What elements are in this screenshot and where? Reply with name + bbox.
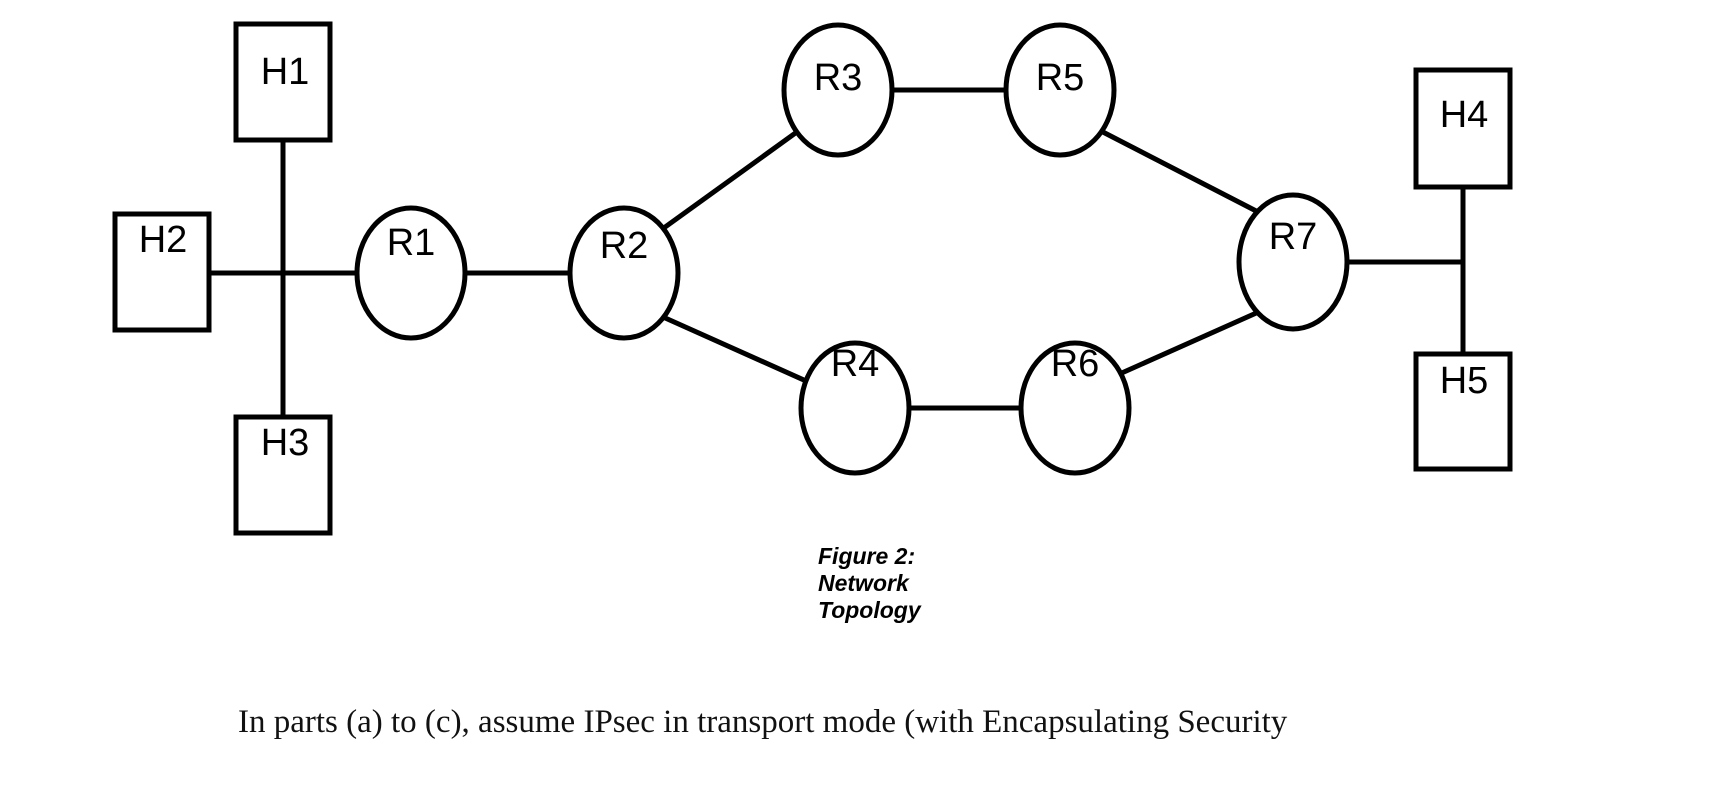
host-node-h1[interactable]: H1	[233, 21, 333, 143]
router-node-r1[interactable]: R1	[354, 205, 468, 341]
router-label-r2: R2	[600, 225, 649, 267]
router-node-r2[interactable]: R2	[567, 205, 681, 341]
router-label-r5: R5	[1036, 57, 1085, 99]
router-label-r6: R6	[1051, 343, 1100, 385]
router-label-r4: R4	[831, 343, 880, 385]
host-box-h4[interactable]	[1413, 67, 1513, 190]
router-label-r3: R3	[814, 57, 863, 99]
router-ellipse-r2[interactable]	[567, 205, 681, 341]
router-ellipse-r1[interactable]	[354, 205, 468, 341]
host-label-h5: H5	[1440, 360, 1489, 402]
link-r6-to-r7	[1113, 307, 1265, 379]
host-label-h2: H2	[139, 219, 188, 261]
host-node-h2[interactable]: H2	[112, 211, 212, 333]
body-paragraph: In parts (a) to (c), assume IPsec in tra…	[238, 704, 1288, 740]
link-r5-to-r7	[1097, 127, 1264, 217]
link-group	[209, 87, 1466, 417]
link-r2-to-r3	[659, 126, 803, 233]
host-box-h2[interactable]	[112, 211, 212, 333]
host-node-h5[interactable]: H5	[1413, 351, 1513, 472]
host-box-h5[interactable]	[1413, 351, 1513, 472]
router-ellipse-r7[interactable]	[1236, 192, 1350, 332]
host-label-h3: H3	[261, 422, 310, 464]
router-label-r1: R1	[387, 222, 436, 264]
router-ellipse-r4[interactable]	[798, 340, 912, 476]
host-box-h3[interactable]	[233, 414, 333, 536]
figure-caption-line-1: Figure 2:	[818, 543, 915, 569]
host-label-h1: H1	[261, 51, 310, 93]
figure-caption: Figure 2: Network Topology	[818, 543, 922, 623]
router-ellipse-r5[interactable]	[1003, 22, 1117, 158]
router-node-r4[interactable]: R4	[798, 340, 912, 476]
host-node-h4[interactable]: H4	[1413, 67, 1513, 190]
figure-caption-line-2: Network	[818, 570, 910, 596]
router-ellipse-r6[interactable]	[1018, 340, 1132, 476]
router-node-r7[interactable]: R7	[1236, 192, 1350, 332]
router-label-r7: R7	[1269, 216, 1318, 258]
router-node-r3[interactable]: R3	[781, 22, 895, 158]
host-node-h3[interactable]: H3	[233, 414, 333, 536]
link-r2-to-r4	[661, 314, 817, 388]
host-box-h1[interactable]	[233, 21, 333, 143]
host-label-h4: H4	[1440, 94, 1489, 136]
figure-caption-line-3: Topology	[818, 597, 922, 623]
router-node-r5[interactable]: R5	[1003, 22, 1117, 158]
router-node-r6[interactable]: R6	[1018, 340, 1132, 476]
router-ellipse-r3[interactable]	[781, 22, 895, 158]
